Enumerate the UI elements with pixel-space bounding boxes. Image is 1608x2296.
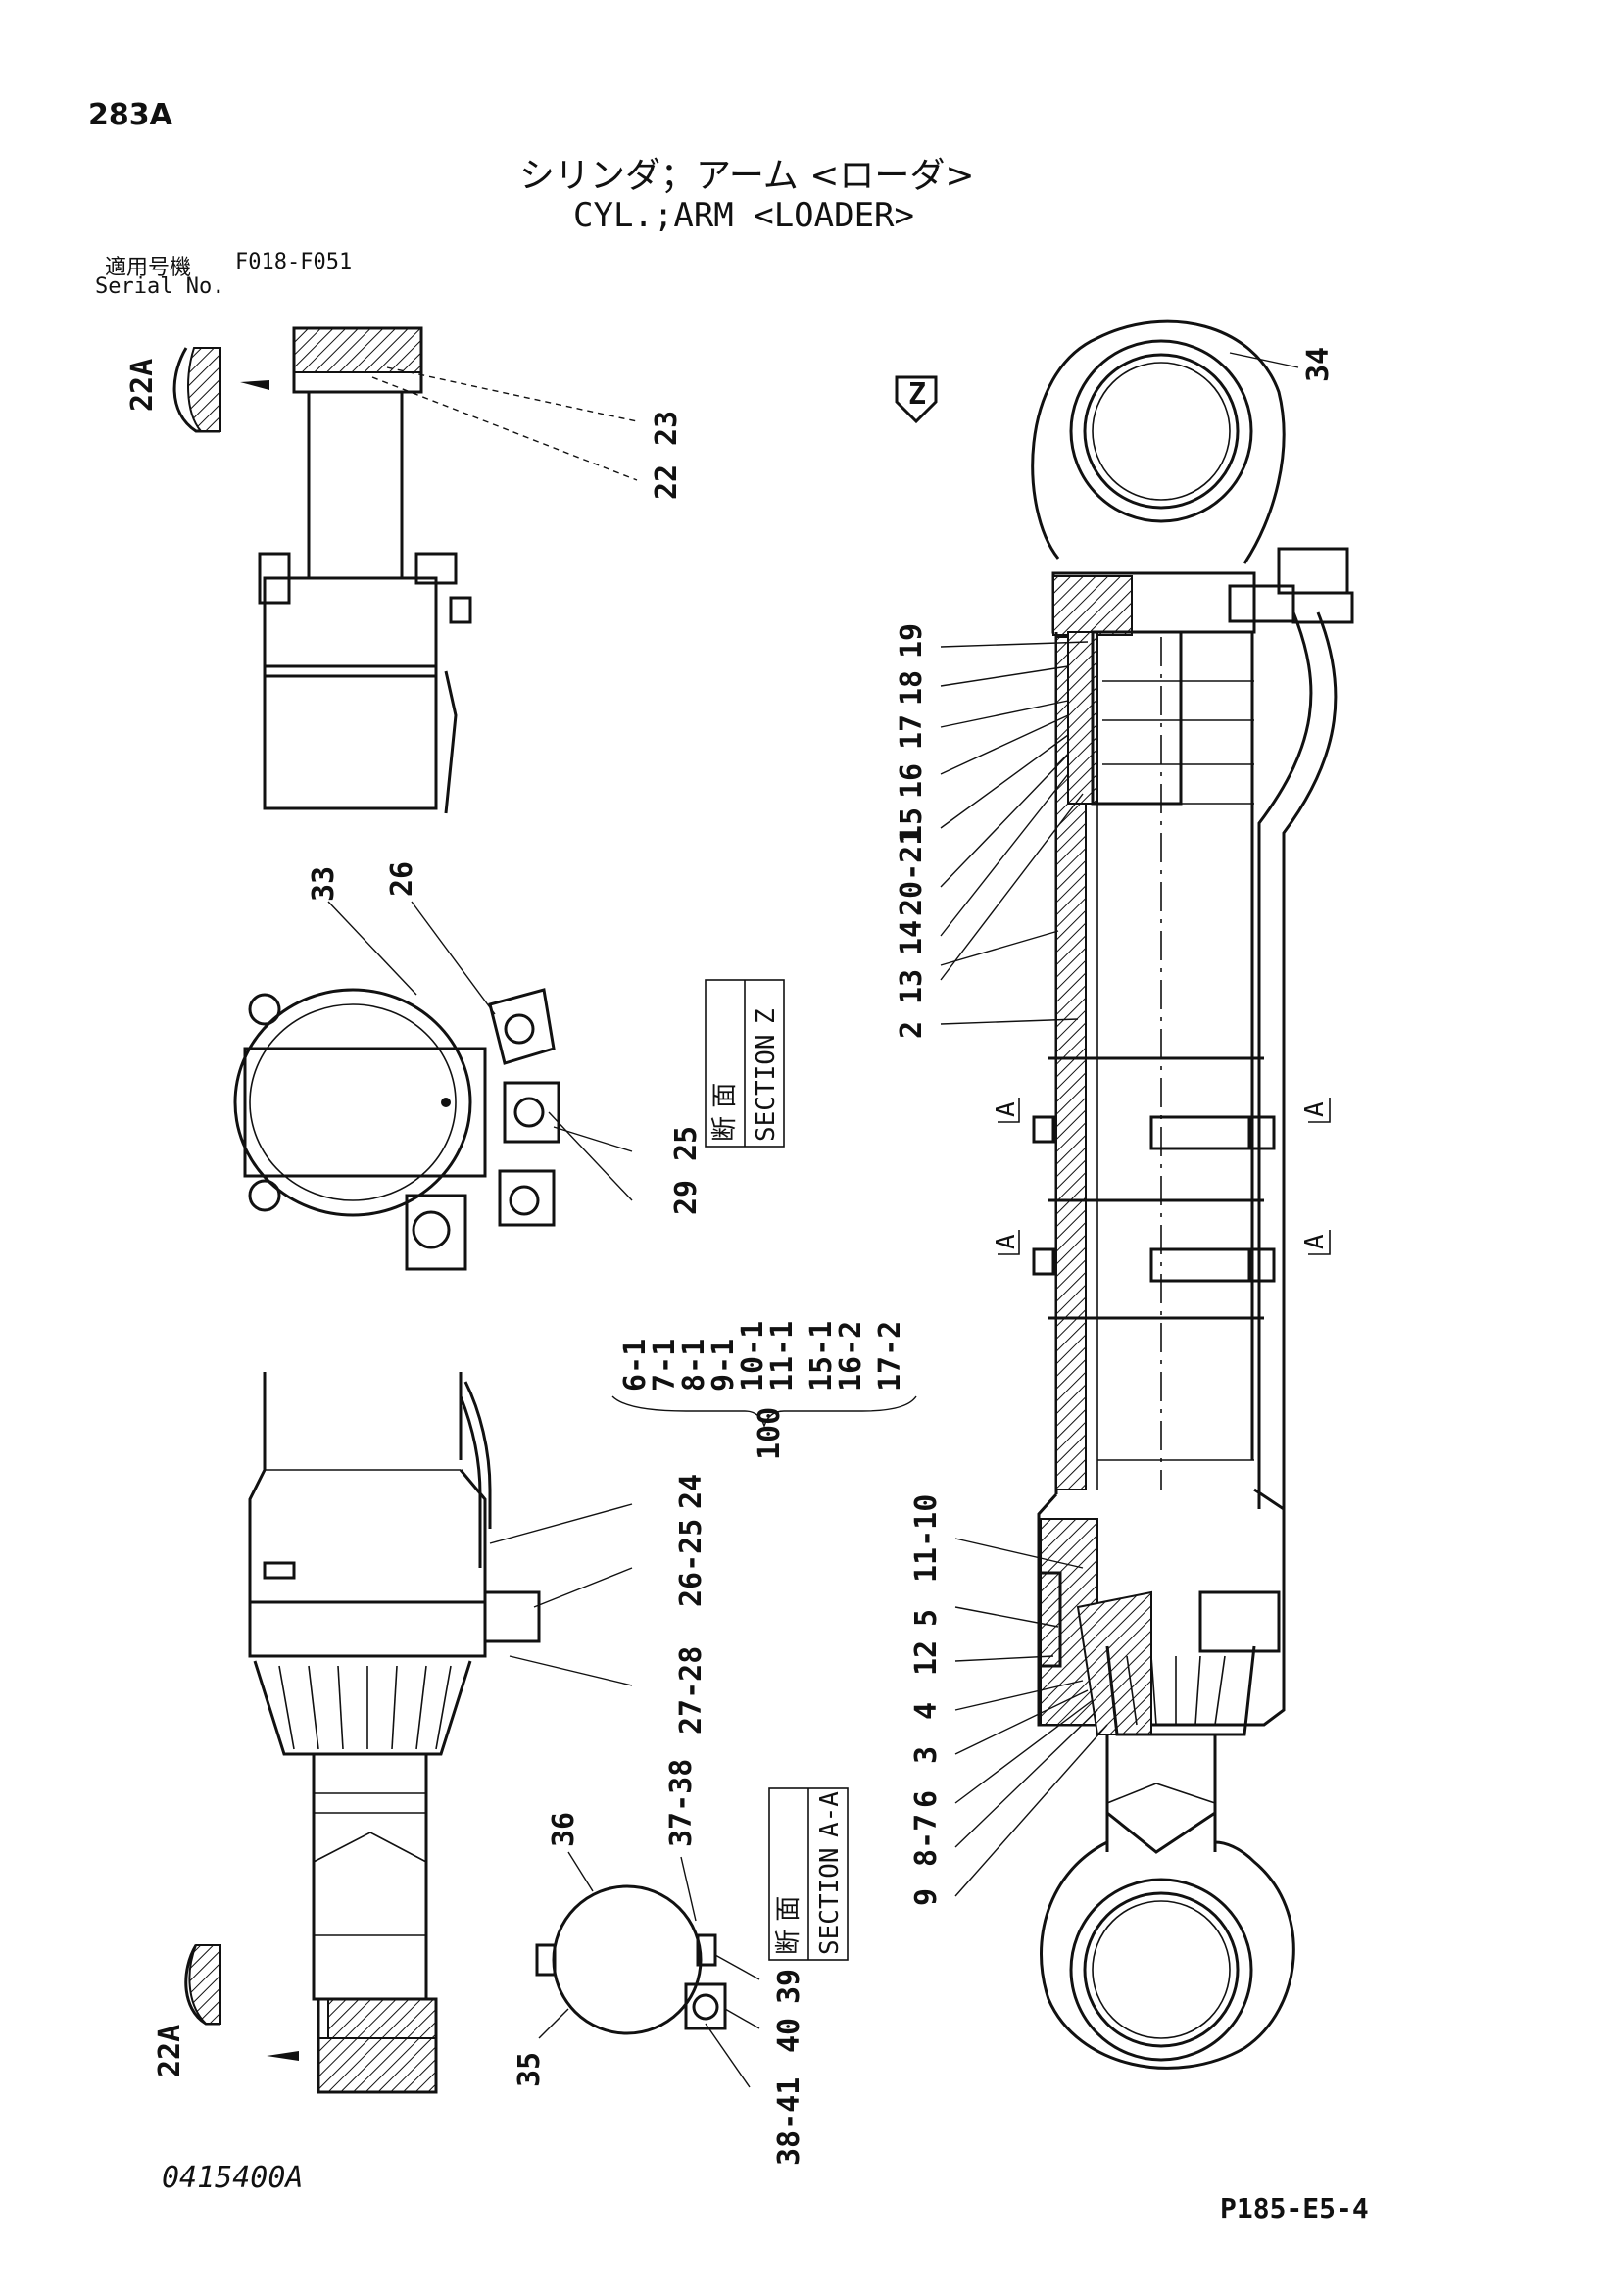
callout-22: 22	[650, 464, 684, 500]
callout: 19	[895, 623, 929, 659]
drawing-number: 0415400A	[162, 2161, 304, 2195]
section-z-view: 33 26 25 29	[233, 861, 704, 1271]
callout: 3	[909, 1746, 944, 1764]
bottom-left-view: 24 26-25 27-28 22A	[153, 1372, 708, 2094]
callout-23: 23	[650, 411, 684, 446]
bottom-eye	[1040, 1840, 1295, 2070]
kit-item: 15-1	[804, 1321, 839, 1392]
seal-kit-group: 6-1 7-1 8-1 9-1 10-1 11-1 15-1 16-2 17-2…	[611, 1321, 917, 1460]
callout-25: 25	[669, 1126, 704, 1161]
kit-item: 16-2	[834, 1321, 868, 1392]
serial-label-english: Serial No.	[95, 274, 225, 299]
hydraulic-pipe	[1228, 547, 1354, 1509]
callout-38-41: 38-41	[772, 2077, 806, 2166]
section-a-markers: A A A A	[992, 1098, 1331, 1255]
kit-item: 9-1	[707, 1339, 741, 1392]
kit-item: 6-1	[618, 1339, 653, 1392]
cut-a-label: A	[1300, 1101, 1330, 1117]
cut-a-label: A	[992, 1101, 1021, 1117]
cylinder-barrel	[1048, 630, 1264, 1494]
section-z-en: SECTION	[752, 1034, 781, 1142]
callout-36: 36	[547, 1812, 581, 1847]
cut-a-label: A	[1300, 1234, 1330, 1249]
view-z-label: Z	[908, 377, 926, 412]
section-aa-en: SECTION	[815, 1847, 845, 1955]
callout-26-25: 26-25	[674, 1519, 708, 1607]
callout: 14	[895, 920, 929, 955]
page-code: 283A	[88, 98, 172, 132]
section-z-id: Z	[752, 1008, 781, 1024]
kit-item: 10-1	[736, 1321, 770, 1392]
cut-a-label: A	[992, 1234, 1021, 1249]
view-z-arrow: Z	[895, 375, 938, 424]
top-eye	[1031, 319, 1286, 564]
rod-gland	[1037, 1488, 1286, 1736]
callout: 18	[895, 670, 929, 706]
callout-34: 34	[1301, 347, 1336, 382]
serial-label-japanese: 適用号機	[105, 256, 192, 280]
callout: 11-10	[909, 1494, 944, 1583]
title-english: CYL.;ARM <LOADER>	[573, 196, 914, 235]
leaders-right	[940, 352, 1299, 1897]
section-aa-label: 断 面 SECTION A-A	[768, 1787, 849, 1961]
top-left-view: 22A 23 22	[125, 326, 684, 814]
callout-40: 40	[772, 2018, 806, 2053]
callout: 6	[909, 1790, 944, 1808]
callout-26: 26	[385, 861, 419, 897]
section-aa-id: A-A	[815, 1791, 845, 1837]
callout-39: 39	[772, 1969, 806, 2004]
callout: 9	[909, 1888, 944, 1906]
callout: 12	[909, 1640, 944, 1676]
kit-item: 8-1	[677, 1339, 711, 1392]
callout: 4	[909, 1702, 944, 1720]
callout-33: 33	[307, 866, 341, 902]
piston-rod	[1105, 1734, 1217, 1854]
title-japanese: シリンダ；アーム <ローダ>	[519, 156, 975, 196]
kit-item: 17-2	[873, 1321, 907, 1392]
kit-number: 100	[753, 1407, 787, 1460]
callout: 8-7	[909, 1814, 944, 1867]
right-callouts: 34 19 18 17 16 15 20-21 14 13 1 2 11-10 …	[895, 347, 1336, 1906]
main-cylinder-assembly: Z A A A A	[895, 319, 1354, 2070]
section-z-jp: 断 面	[710, 1083, 740, 1142]
callout-22a: 22A	[153, 2025, 187, 2077]
section-aa-jp: 断 面	[774, 1896, 804, 1955]
callout: 2	[895, 1021, 929, 1039]
pipe-clamps	[1032, 1115, 1276, 1283]
callout-35: 35	[512, 2052, 547, 2087]
kit-item: 11-1	[765, 1321, 800, 1392]
callout: 15	[895, 807, 929, 843]
callout-24: 24	[674, 1474, 708, 1509]
callout-27-28: 27-28	[674, 1646, 708, 1734]
callout-37-38: 37-38	[664, 1759, 699, 1847]
section-aa-view: 36 37-38 35 39 40 38-41	[512, 1759, 806, 2166]
callout: 20-21	[895, 828, 929, 916]
callout: 16	[895, 763, 929, 799]
callout: 5	[909, 1609, 944, 1627]
callout: 17	[895, 714, 929, 750]
section-z-label: 断 面 SECTION Z	[705, 979, 785, 1148]
callout: 13	[895, 969, 929, 1004]
page-reference: P185-E5-4	[1220, 2192, 1369, 2224]
serial-range: F018-F051	[235, 250, 353, 274]
callout-22a: 22A	[125, 359, 160, 412]
callout-29: 29	[669, 1180, 704, 1215]
kit-item: 7-1	[648, 1339, 682, 1392]
